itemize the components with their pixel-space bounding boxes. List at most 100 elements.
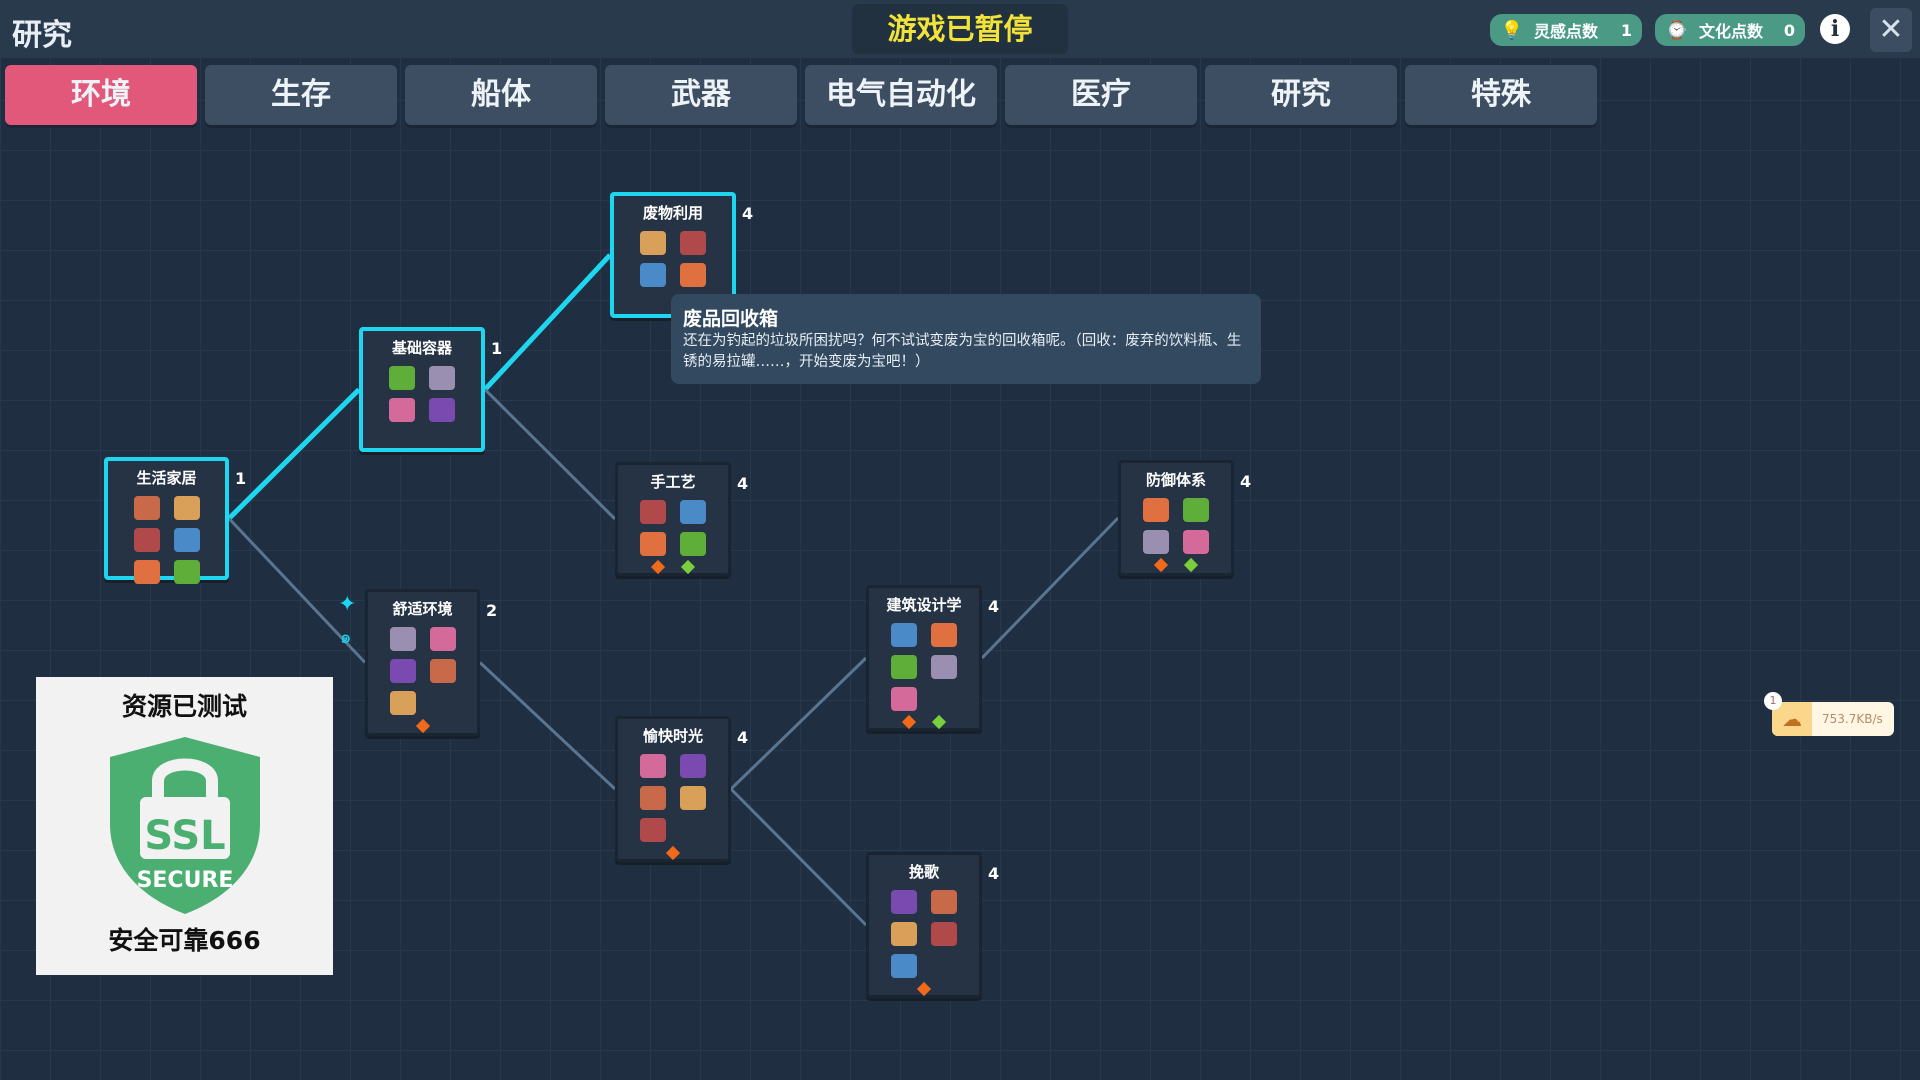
item-icon[interactable]	[640, 818, 666, 842]
item-icon[interactable]	[891, 655, 917, 679]
tech-node-container[interactable]: 基础容器	[359, 327, 485, 452]
node-title: 挽歌	[908, 863, 939, 881]
tab-5[interactable]: 医疗	[1005, 65, 1197, 125]
node-count: 2	[486, 601, 498, 620]
item-icon[interactable]	[133, 560, 160, 584]
item-icon[interactable]	[891, 687, 917, 711]
inspiration-value: 1	[1620, 20, 1632, 40]
tab-1[interactable]: 生存	[205, 65, 397, 125]
item-icon[interactable]	[680, 500, 706, 524]
page-title: 研究	[12, 18, 72, 53]
link-arch-defense	[980, 516, 1120, 660]
orange-marker-icon	[650, 559, 666, 575]
node-title: 废物利用	[642, 204, 703, 222]
item-icon[interactable]	[173, 528, 200, 552]
tab-3[interactable]: 武器	[605, 65, 797, 125]
item-icon[interactable]	[640, 263, 666, 287]
item-icon[interactable]	[389, 627, 416, 651]
node-count: 4	[742, 204, 754, 223]
item-icon[interactable]	[429, 659, 456, 683]
tab-7[interactable]: 特殊	[1405, 65, 1597, 125]
item-icon[interactable]	[680, 786, 706, 810]
badge-bottom-text: 安全可靠666	[108, 926, 261, 955]
item-icon[interactable]	[133, 496, 160, 520]
item-icon[interactable]	[1183, 530, 1209, 554]
item-icon[interactable]	[389, 691, 416, 715]
item-icon[interactable]	[173, 496, 200, 520]
orange-marker-icon	[1153, 557, 1169, 573]
item-icon[interactable]	[891, 890, 917, 914]
tab-4[interactable]: 电气自动化	[805, 65, 997, 125]
item-icon[interactable]	[640, 532, 666, 556]
orange-marker-icon	[665, 845, 681, 861]
culture-label: 文化点数	[1699, 22, 1764, 41]
green-marker-icon	[931, 714, 947, 730]
green-marker-icon	[680, 559, 696, 575]
node-count: 1	[235, 469, 247, 488]
item-icon[interactable]	[891, 954, 917, 978]
info-icon[interactable]: i	[1820, 14, 1850, 44]
item-icon[interactable]	[931, 623, 957, 647]
ssl-text: SSL	[144, 813, 225, 859]
tech-node-fun[interactable]: 愉快时光	[615, 716, 731, 862]
tab-2[interactable]: 船体	[405, 65, 597, 125]
item-icon[interactable]	[1183, 498, 1209, 522]
network-count: 1	[1764, 692, 1782, 710]
tooltip-body: 还在为钓起的垃圾所困扰吗？何不试试变废为宝的回收箱呢。（回收：废弃的饮料瓶、生锈…	[683, 333, 1242, 370]
orange-marker-icon	[916, 981, 932, 997]
paused-banner: 游戏已暂停	[852, 4, 1068, 54]
item-icon[interactable]	[891, 922, 917, 946]
link-comfort-fun	[478, 661, 617, 791]
item-icon[interactable]	[680, 263, 706, 287]
tech-node-arch[interactable]: 建筑设计学	[866, 585, 982, 731]
node-count: 4	[988, 597, 1000, 616]
item-icon[interactable]	[640, 231, 666, 255]
item-icon[interactable]	[680, 231, 706, 255]
network-speed: 753.7KB/s	[1822, 712, 1883, 726]
tech-node-craft[interactable]: 手工艺	[615, 462, 731, 576]
inspiration-points: 💡 灵感点数 1	[1490, 14, 1642, 46]
culture-points: ⌚ 文化点数 0	[1655, 14, 1805, 46]
secure-text: SECURE	[136, 868, 233, 893]
green-marker-icon	[1183, 557, 1199, 573]
item-icon[interactable]	[640, 786, 666, 810]
item-icon[interactable]	[429, 627, 456, 651]
cloud-icon: ☁	[1772, 702, 1812, 736]
item-icon[interactable]	[133, 528, 160, 552]
tab-6[interactable]: 研究	[1205, 65, 1397, 125]
inspiration-label: 灵感点数	[1534, 22, 1599, 41]
item-icon[interactable]	[429, 398, 455, 422]
network-widget[interactable]: 1 ☁ 753.7KB/s	[1764, 692, 1894, 736]
lightbulb-icon: 💡	[1500, 19, 1524, 41]
item-icon[interactable]	[640, 754, 666, 778]
item-icon[interactable]	[173, 560, 200, 584]
tech-node-defense[interactable]: 防御体系	[1118, 460, 1234, 576]
item-icon[interactable]	[389, 398, 415, 422]
tooltip-title: 废品回收箱	[683, 308, 779, 330]
item-icon[interactable]	[931, 655, 957, 679]
tech-node-elegy[interactable]: 挽歌	[866, 852, 982, 998]
item-icon[interactable]	[389, 366, 415, 390]
item-icon[interactable]	[680, 532, 706, 556]
sparkle-icon: ✦	[338, 592, 357, 617]
item-icon[interactable]	[1143, 530, 1169, 554]
item-icon[interactable]	[680, 754, 706, 778]
culture-value: 0	[1783, 20, 1795, 40]
item-icon[interactable]	[429, 366, 455, 390]
item-icon[interactable]	[389, 659, 416, 683]
tech-node-home[interactable]: 生活家居	[104, 457, 229, 584]
item-icon[interactable]	[931, 922, 957, 946]
node-title: 生活家居	[136, 469, 197, 487]
node-title: 手工艺	[650, 473, 696, 491]
link-container-recycle	[483, 253, 612, 392]
tab-0[interactable]: 环境	[5, 65, 197, 125]
link-fun-elegy	[729, 787, 868, 927]
tech-node-comfort[interactable]: 舒适环境	[365, 589, 480, 736]
orange-marker-icon	[415, 718, 430, 734]
item-icon[interactable]	[931, 890, 957, 914]
close-button[interactable]: ✕	[1870, 8, 1912, 52]
node-count: 4	[1240, 472, 1252, 491]
item-icon[interactable]	[640, 500, 666, 524]
item-icon[interactable]	[891, 623, 917, 647]
item-icon[interactable]	[1143, 498, 1169, 522]
